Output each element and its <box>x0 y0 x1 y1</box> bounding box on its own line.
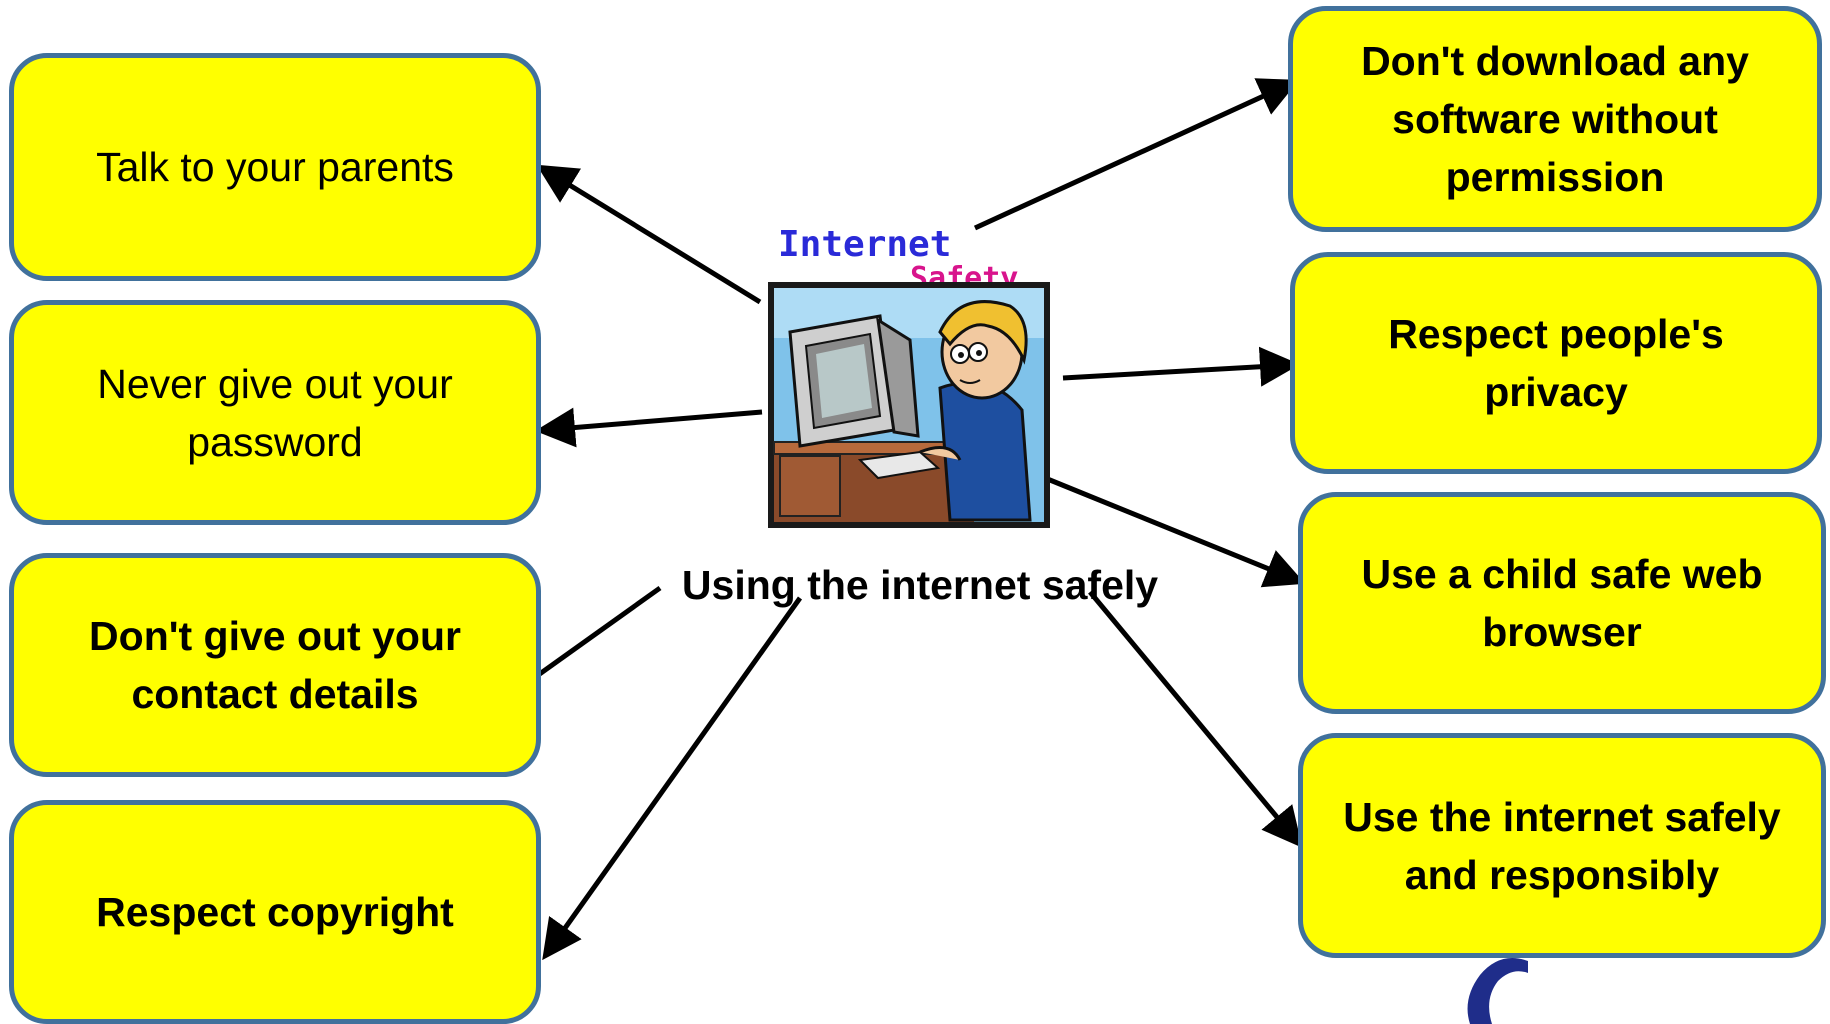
internet-safety-clipart: Internet Safety <box>768 224 1050 528</box>
box-text: Don't download any software without perm… <box>1361 38 1749 200</box>
box-respect-privacy: Respect people's privacy <box>1290 252 1822 474</box>
clipart-word-internet: Internet <box>778 224 951 265</box>
box-text: Talk to your parents <box>96 144 454 190</box>
box-text: Respect people's privacy <box>1388 311 1724 415</box>
arrow-to-respect-privacy <box>1062 346 1300 387</box>
box-text: Don't give out your contact details <box>89 613 461 717</box>
center-title: Using the internet safely <box>681 562 1159 608</box>
arrow-to-talk-to-parents <box>536 164 762 305</box>
box-never-give-password: Never give out your password <box>9 300 541 525</box>
box-text: Respect copyright <box>96 889 454 935</box>
arrow-to-dont-download <box>973 78 1300 231</box>
arrow-to-use-internet-responsibly <box>1088 590 1303 848</box>
box-text: Never give out your password <box>97 360 453 465</box>
boy-icon <box>919 300 1032 522</box>
box-respect-copyright: Respect copyright <box>9 800 541 1024</box>
arrow-to-respect-copyright <box>542 596 803 961</box>
box-contact-details: Don't give out your contact details <box>9 553 541 777</box>
box-talk-to-parents: Talk to your parents <box>9 53 541 281</box>
arrow-to-child-safe-browser <box>1044 475 1306 588</box>
logo-icon <box>1467 958 1528 1024</box>
box-dont-download-software: Don't download any software without perm… <box>1288 6 1822 232</box>
box-text: Use the internet safely and responsibly <box>1343 793 1781 898</box>
monitor-icon <box>788 314 920 448</box>
box-text: Use a child safe web browser <box>1361 551 1763 655</box>
box-use-internet-responsibly: Use the internet safely and responsibly <box>1298 733 1826 958</box>
box-child-safe-browser: Use a child safe web browser <box>1298 492 1826 714</box>
arrow-to-never-give-password <box>535 407 763 448</box>
